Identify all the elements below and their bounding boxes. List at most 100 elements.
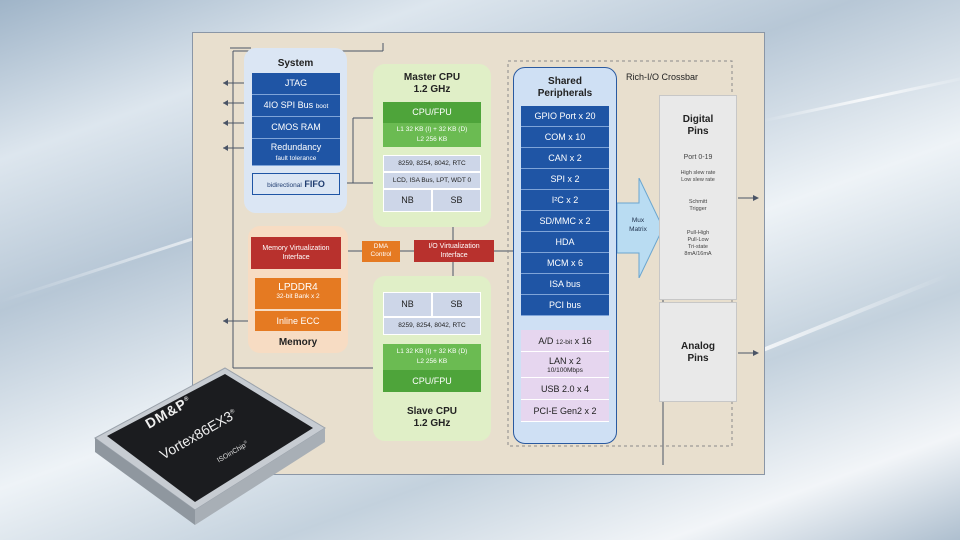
schmitt-1: Schmitt [688, 199, 708, 205]
master-cpu-title: Master CPU 1.2 GHz [373, 72, 491, 96]
slave-cache-2: L2 256 KB [416, 358, 448, 365]
master-buses: LCD, ISA Bus, LPT, WDT 0 [383, 172, 481, 189]
lan-item: LAN x 2 10/100Mbps [521, 352, 609, 378]
schmitt-2: Trigger [689, 206, 707, 212]
shared-title-1: Shared [548, 76, 582, 87]
fifo-label: FIFO [304, 179, 325, 189]
digital-pins-title: Digital Pins [660, 114, 736, 138]
ad-converter: A/D 12-bit x 16 [521, 330, 609, 352]
dma-label-2: Control [370, 251, 392, 258]
slave-cpu-fpu-label: CPU/FPU [412, 376, 452, 386]
master-chips: 8259, 8254, 8042, RTC [383, 155, 481, 172]
lpddr4-label: LPDDR4 [278, 282, 318, 293]
cmos-block: CMOS RAM [252, 117, 340, 139]
mux-label-2: Matrix [629, 226, 647, 233]
pull-3: Tri-state [688, 244, 708, 250]
memory-virtualization-block: Memory Virtualization Interface [251, 237, 341, 269]
slave-nb: NB [383, 292, 432, 317]
digital-port: Port 0-19 [683, 154, 713, 161]
io-virt-label-1: I/O Virtualization [428, 243, 480, 250]
background-streak [759, 74, 960, 123]
peripheral-item: CAN x 2 [521, 148, 609, 169]
jtag-label: JTAG [284, 78, 308, 88]
slave-cpu-title: Slave CPU 1.2 GHz [373, 406, 491, 430]
pcie-item: PCI-E Gen2 x 2 [521, 400, 609, 422]
digital-pins-box: Digital Pins Port 0-19 High slew rate Lo… [659, 95, 737, 300]
system-panel: System JTAG 4IO SPI Bus boot CMOS RAM Re… [244, 48, 347, 213]
master-cache: L1 32 KB (I) + 32 KB (D) L2 256 KB [383, 123, 481, 147]
peripheral-item: SD/MMC x 2 [521, 211, 609, 232]
shared-title: Shared Peripherals [514, 76, 616, 100]
pull-2: Pull-Low [687, 237, 709, 243]
peripheral-item: GPIO Port x 20 [521, 106, 609, 127]
fifo-prefix: bidirectional [267, 182, 302, 189]
shared-title-2: Peripherals [537, 88, 593, 99]
vortex-chip: DM&P® Vortex86EX3® ISOinChip® [85, 360, 330, 530]
analog-title-1: Analog [681, 341, 715, 352]
spi-sublabel: boot [315, 103, 329, 110]
pull-1: Pull-High [686, 230, 710, 236]
peripheral-item: SPI x 2 [521, 169, 609, 190]
slave-cache: L1 32 KB (I) + 32 KB (D) L2 256 KB [383, 344, 481, 370]
mvi-label-2: Interface [282, 254, 310, 261]
redundancy-sublabel: fault tolerance [275, 155, 317, 162]
mux-label-1: Mux [631, 217, 645, 224]
peripheral-item: COM x 10 [521, 127, 609, 148]
shared-peripherals-panel: Shared Peripherals GPIO Port x 20 COM x … [513, 67, 617, 444]
lpddr4-block: LPDDR4 32-bit Bank x 2 [255, 278, 341, 309]
slave-chips-label: 8259, 8254, 8042, RTC [398, 322, 466, 329]
dma-control-block: DMA Control [362, 241, 400, 262]
master-cpu-fpu: CPU/FPU [383, 102, 481, 123]
block-diagram: System JTAG 4IO SPI Bus boot CMOS RAM Re… [192, 32, 765, 475]
peripheral-item: PCI bus [521, 295, 609, 316]
inline-ecc-label: Inline ECC [276, 316, 320, 326]
mux-matrix-arrow [617, 178, 663, 278]
digital-title-2: Pins [687, 126, 709, 137]
master-nb-label: NB [401, 195, 414, 205]
ad-count: x 16 [574, 336, 592, 346]
master-cpu-title-1: Master CPU [403, 72, 461, 83]
shared-blue-list: GPIO Port x 20 COM x 10 CAN x 2 SPI x 2 … [521, 106, 609, 316]
slave-cpu-title-2: 1.2 GHz [413, 418, 451, 429]
analog-title-2: Pins [687, 353, 709, 364]
jtag-block: JTAG [252, 73, 340, 95]
dma-label-1: DMA [373, 243, 389, 250]
system-title: System [277, 58, 314, 69]
io-virtualization-block: I/O Virtualization Interface [414, 240, 494, 262]
digital-title-1: Digital [682, 114, 714, 125]
pull-4: 8mA/16mA [684, 251, 712, 257]
slave-sb-label: SB [450, 299, 463, 309]
mvi-label-1: Memory Virtualization [262, 245, 330, 252]
shared-lavender-list: A/D 12-bit x 16 LAN x 2 10/100Mbps USB 2… [521, 330, 609, 422]
memory-title: Memory [278, 337, 318, 348]
master-buses-label: LCD, ISA Bus, LPT, WDT 0 [392, 177, 472, 184]
peripheral-item: HDA [521, 232, 609, 253]
master-cpu-panel: Master CPU 1.2 GHz CPU/FPU L1 32 KB (I) … [373, 64, 491, 227]
analog-pins-box: Analog Pins [659, 302, 737, 402]
slave-sb: SB [432, 292, 481, 317]
chip-body [94, 367, 326, 525]
ad-sublabel: 12-bit [555, 339, 573, 346]
cmos-label: CMOS RAM [271, 122, 321, 132]
spi-block: 4IO SPI Bus boot [252, 95, 340, 117]
ad-label: A/D [538, 336, 554, 346]
mux-matrix-label: Mux Matrix [621, 216, 655, 234]
peripheral-item: I²C x 2 [521, 190, 609, 211]
redundancy-block: Redundancy fault tolerance [252, 139, 340, 166]
slew-rate-2: Low slew rate [681, 177, 715, 183]
io-virt-label-2: Interface [440, 252, 468, 259]
master-cache-2: L2 256 KB [416, 136, 448, 143]
peripheral-item: ISA bus [521, 274, 609, 295]
master-cache-1: L1 32 KB (I) + 32 KB (D) [396, 126, 468, 133]
slew-rate-1: High slew rate [680, 170, 716, 176]
slave-nb-label: NB [401, 299, 414, 309]
crossbar-label: Rich-I/O Crossbar [626, 72, 699, 82]
peripheral-item: MCM x 6 [521, 253, 609, 274]
lpddr4-sublabel: 32-bit Bank x 2 [276, 293, 320, 300]
master-cpu-title-2: 1.2 GHz [413, 84, 451, 95]
slave-chips: 8259, 8254, 8042, RTC [383, 317, 481, 335]
fifo-block: bidirectional FIFO [252, 173, 340, 195]
usb-item: USB 2.0 x 4 [521, 378, 609, 400]
slave-cache-1: L1 32 KB (I) + 32 KB (D) [396, 348, 468, 355]
master-nb: NB [383, 189, 432, 212]
